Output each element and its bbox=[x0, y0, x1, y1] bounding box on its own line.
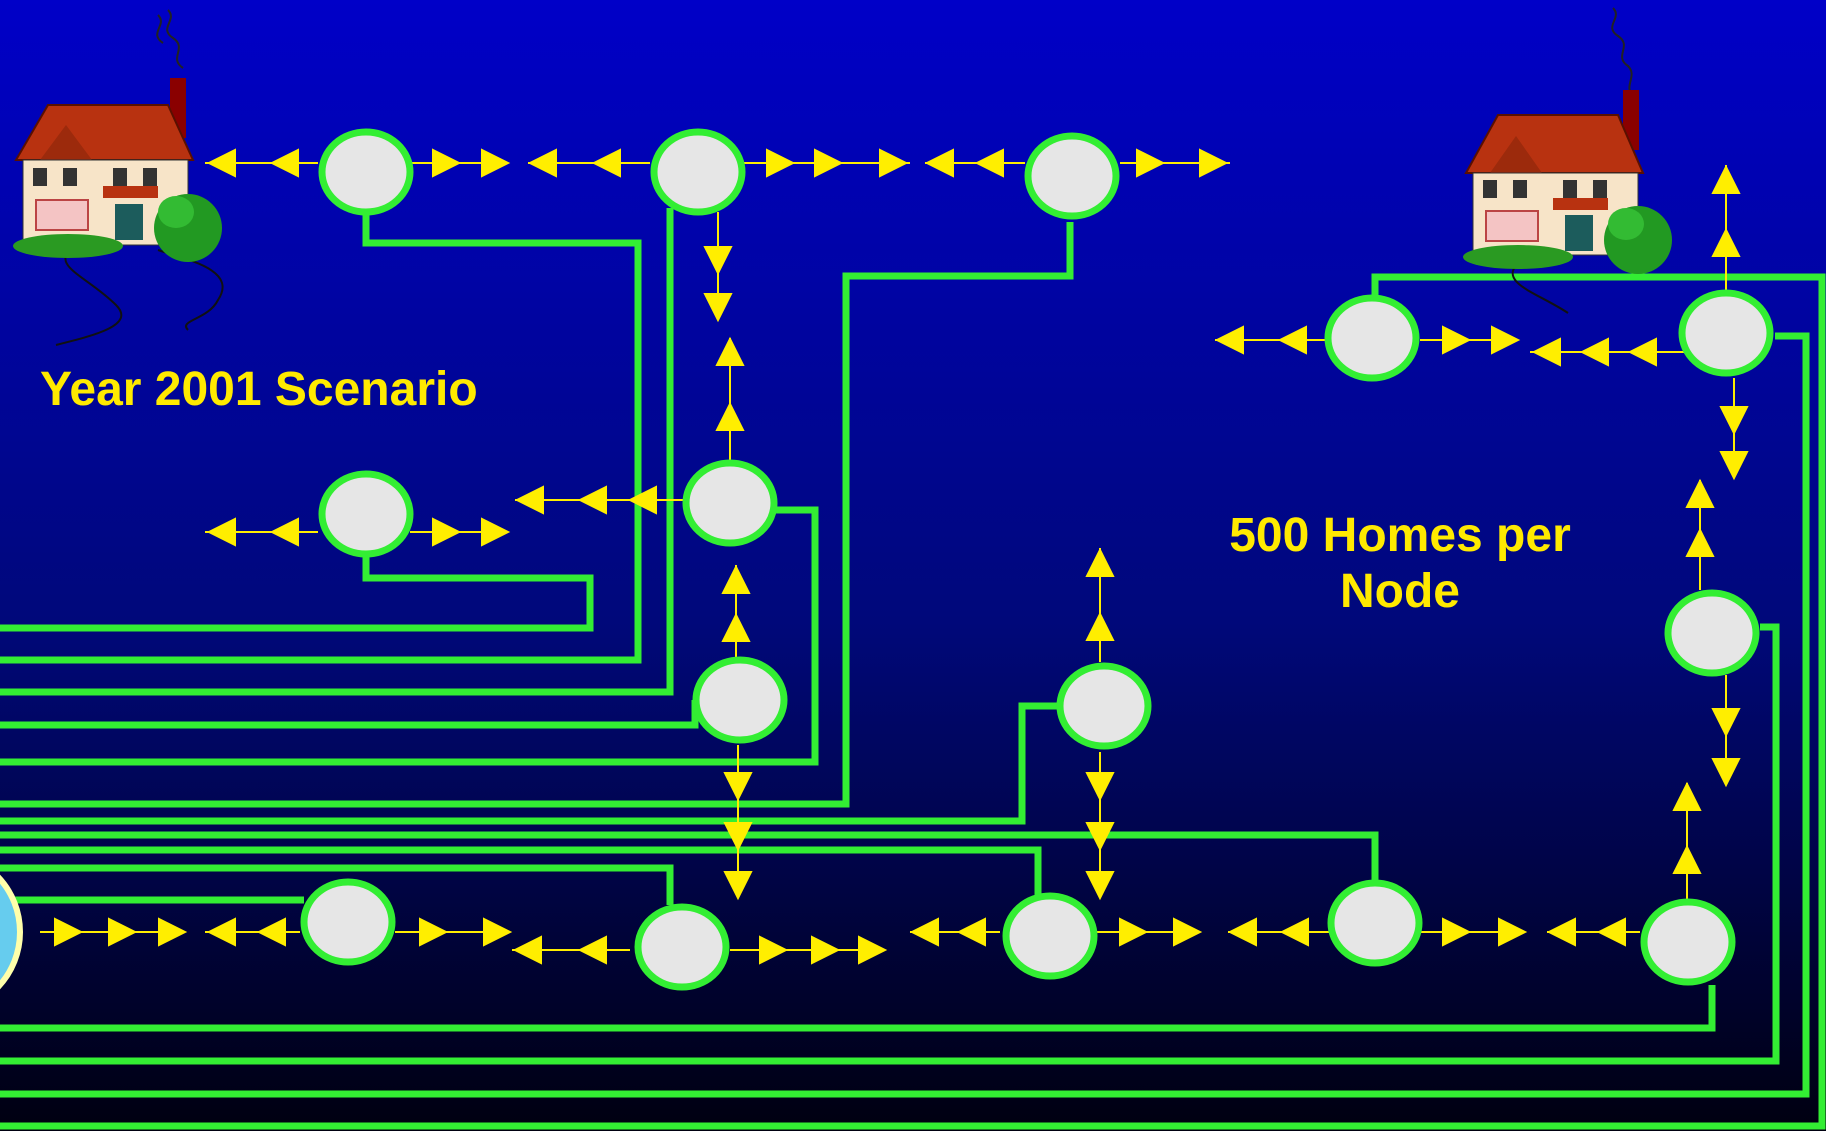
fiber-node bbox=[682, 459, 778, 547]
house-icon bbox=[13, 9, 224, 346]
fiber-line bbox=[0, 222, 1074, 808]
fiber-line bbox=[0, 985, 1716, 1032]
fiber-line bbox=[0, 700, 699, 729]
fiber-node bbox=[650, 128, 746, 216]
fiber-line bbox=[0, 864, 674, 905]
fiber-line bbox=[0, 555, 594, 632]
fiber-node bbox=[692, 656, 788, 744]
fiber-node bbox=[1324, 294, 1420, 382]
fiber-node bbox=[1327, 879, 1423, 967]
fiber-node bbox=[1678, 289, 1774, 377]
distribution-arrows bbox=[40, 149, 1748, 964]
fiber-node bbox=[1002, 892, 1098, 980]
homes-per-node-line1: 500 Homes per bbox=[1229, 509, 1571, 562]
fiber-node bbox=[318, 128, 414, 216]
fiber-node bbox=[318, 470, 414, 558]
fiber-line bbox=[0, 332, 1810, 1098]
fiber-lines bbox=[0, 208, 1826, 1130]
fiber-nodes bbox=[300, 128, 1774, 991]
fiber-line bbox=[0, 208, 642, 664]
fiber-node bbox=[1640, 898, 1736, 986]
fiber-line bbox=[0, 623, 1780, 1065]
house-icon bbox=[1463, 7, 1672, 314]
fiber-node bbox=[1664, 589, 1760, 677]
fiber-line bbox=[0, 208, 674, 696]
scenario-title: Year 2001 Scenario bbox=[40, 363, 478, 416]
homes-per-node-label: 500 Homes per Node bbox=[1200, 508, 1600, 620]
fiber-line bbox=[0, 846, 1042, 900]
fiber-node bbox=[300, 878, 396, 966]
homes-per-node-line2: Node bbox=[1340, 565, 1460, 618]
fiber-node bbox=[1024, 132, 1120, 220]
headend-hub bbox=[0, 874, 23, 990]
fiber-node bbox=[634, 903, 730, 991]
fiber-line bbox=[0, 702, 1060, 825]
fiber-line bbox=[0, 273, 1826, 1130]
fiber-node bbox=[1056, 662, 1152, 750]
fiber-line bbox=[0, 831, 1379, 880]
